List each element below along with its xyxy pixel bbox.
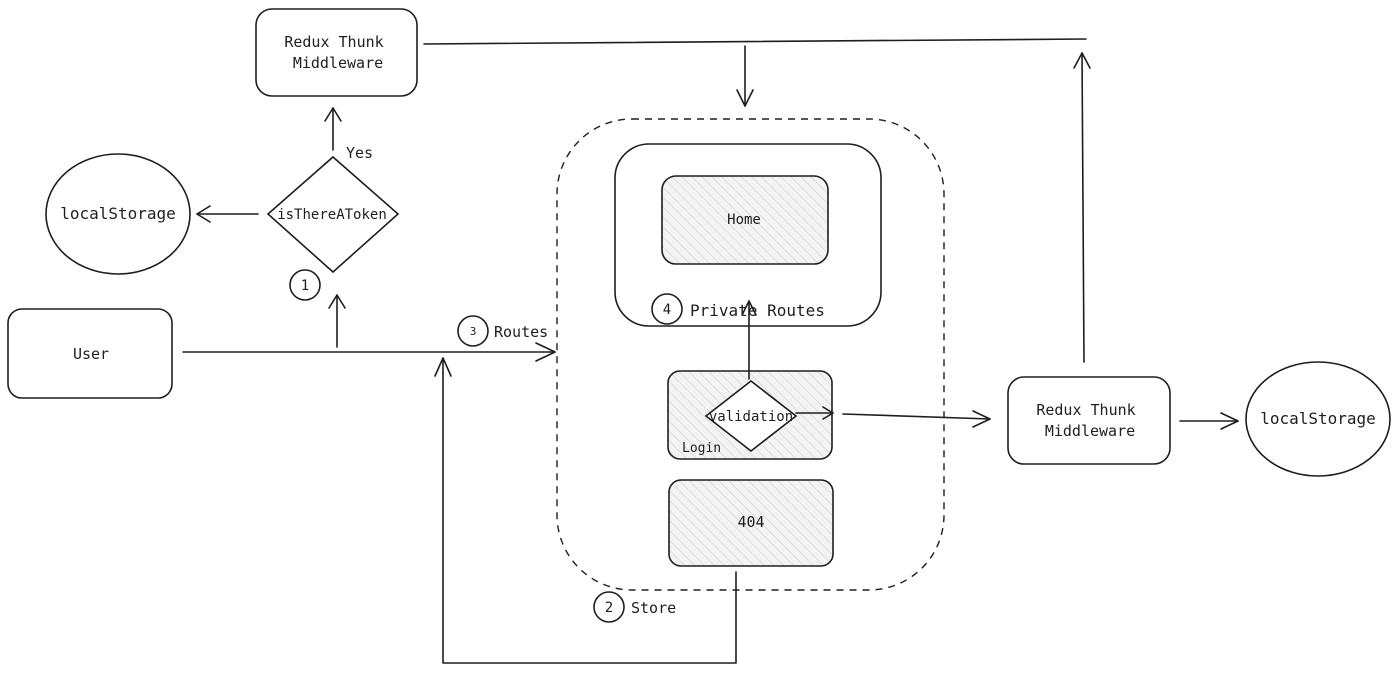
validation-diamond	[704, 379, 798, 453]
line-redux-top-right	[423, 38, 1087, 45]
arrowhead-validation-short	[822, 406, 834, 420]
step-badge-3: 3	[457, 315, 489, 347]
local-storage-right-label: localStorage	[1260, 409, 1376, 428]
connectors	[182, 38, 1239, 664]
redux-right-line2: Middleware	[1045, 422, 1135, 440]
redux-top-line1: Redux Thunk	[284, 33, 383, 51]
arrow-login-to-redux-right	[842, 413, 991, 420]
arrow-store-loop	[442, 357, 737, 664]
arrowhead-localstorage-right	[1220, 412, 1239, 430]
arrowhead-yes	[324, 107, 342, 122]
decision-is-there-a-token: isThereAToken	[266, 155, 400, 274]
redux-right-line1: Redux Thunk	[1036, 401, 1135, 419]
private-routes-label: Private Routes	[690, 301, 825, 320]
step-badge-3-text: 3	[470, 325, 477, 338]
arrowhead-private-routes	[741, 300, 757, 316]
redux-thunk-middleware-top: Redux Thunk Middleware	[255, 8, 418, 97]
arrowhead-routes	[535, 342, 556, 362]
user-node: User	[7, 308, 173, 399]
private-routes-group: Home Private Routes	[614, 143, 882, 327]
step-badge-2-text: 2	[605, 600, 613, 616]
not-found-node: 404	[668, 479, 834, 567]
login-node: validation Login	[667, 370, 833, 460]
arrowhead-to-token	[328, 294, 346, 309]
step-badge-2: 2	[593, 591, 625, 623]
store-container	[556, 118, 945, 591]
home-label: Home	[727, 212, 761, 228]
not-found-label: 404	[737, 513, 764, 531]
edge-label-routes: Routes	[494, 323, 548, 341]
arrow-redux-right-up	[1081, 52, 1085, 363]
arrowhead-store-loop	[434, 357, 452, 377]
step-badge-4: 4	[651, 293, 683, 325]
redux-top-line2: Middleware	[293, 54, 383, 72]
local-storage-left-label: localStorage	[60, 204, 176, 223]
local-storage-left: localStorage	[45, 153, 191, 275]
arrowhead-into-store	[736, 89, 754, 107]
step-badge-4-text: 4	[663, 302, 671, 318]
local-storage-right: localStorage	[1245, 361, 1391, 477]
home-node	[661, 175, 829, 265]
arrowhead-redux-right-up	[1073, 52, 1091, 69]
arrowhead-redux-right	[972, 410, 991, 428]
arrowhead-localstorage-left	[196, 205, 211, 223]
edge-label-yes: Yes	[346, 144, 373, 162]
redux-thunk-middleware-right: Redux Thunk Middleware	[1007, 376, 1171, 465]
validation-label: validation	[709, 409, 793, 425]
decision-token-label: isThereAToken	[277, 207, 387, 223]
user-label: User	[73, 345, 109, 363]
login-label: Login	[682, 441, 721, 456]
step-badge-1-text: 1	[301, 278, 309, 294]
edge-label-store: Store	[631, 599, 676, 617]
step-badge-1: 1	[289, 269, 321, 301]
